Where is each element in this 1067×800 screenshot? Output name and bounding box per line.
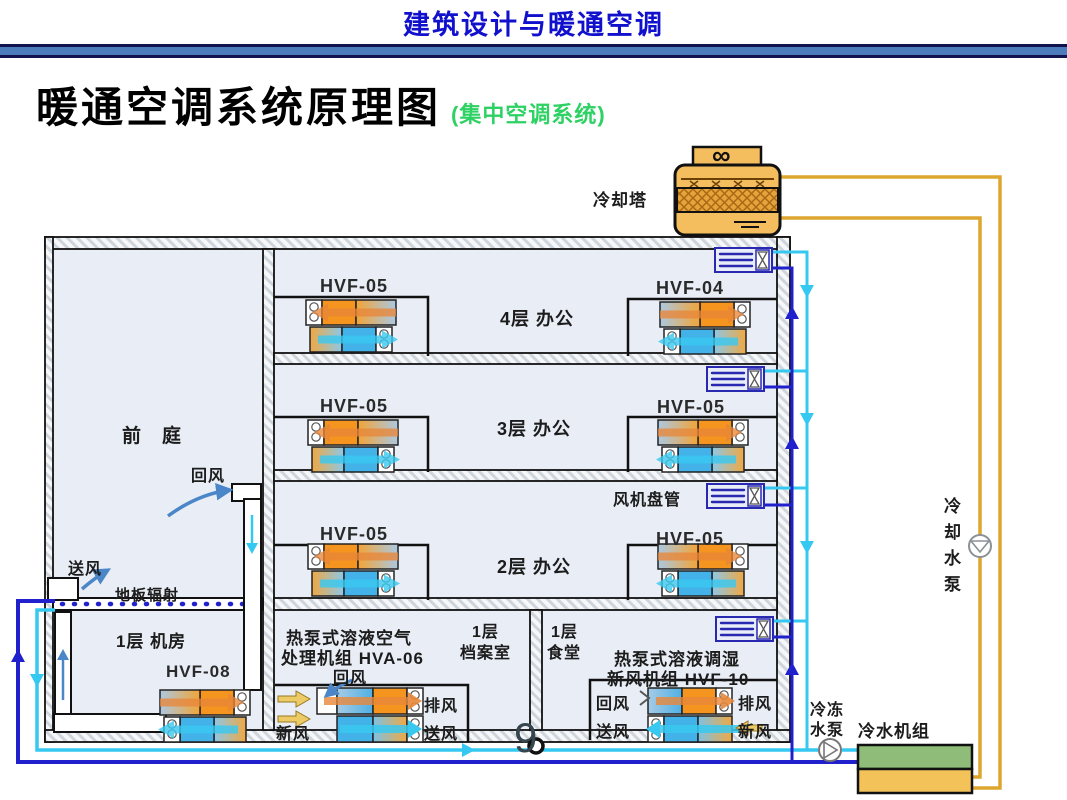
unit-label-hvf05-3f-left: HVF-05 <box>320 396 389 416</box>
room-label-canteen-line1: 1层 <box>551 624 578 641</box>
fan-coil-label: 风机盘管 <box>613 492 682 509</box>
fan-coil-4f <box>713 246 774 274</box>
hva06-fresh-air-label: 新风 <box>276 726 311 743</box>
chiller <box>856 743 974 795</box>
tower-fill-media <box>676 187 779 213</box>
chilled-water-pump <box>818 738 842 762</box>
tower-fan-icon: ∞ <box>712 140 731 170</box>
heading-subtitle: (集中空调系统) <box>451 102 606 127</box>
floor-radiant-label: 地板辐射 <box>115 587 180 604</box>
pipe-junction <box>527 737 545 755</box>
hvf10-supply-air-label: 送风 <box>596 724 631 741</box>
unit-label-hvf05-3f-right: HVF-05 <box>657 397 726 417</box>
hvf10-fresh-air-label: 新风 <box>738 724 773 741</box>
slide-heading: 暖通空调系统原理图 (集中空调系统) <box>36 74 606 135</box>
hva06-supply-air-label: 送风 <box>424 726 459 743</box>
hvf10-label-line2: 新风机组 HVF-10 <box>607 670 750 689</box>
unit-label-hvf05-2f-right: HVF-05 <box>656 529 725 549</box>
cooling-tower-label: 冷却塔 <box>593 191 647 210</box>
duct-flow-arrows <box>57 515 258 700</box>
atrium-return-air-label: 回风 <box>191 468 226 485</box>
return-air-arrow <box>166 483 234 518</box>
cooling-water-pump-label: 冷却水泵 <box>941 497 960 601</box>
heading-title: 暖通空调系统原理图 <box>36 83 442 132</box>
unit-label-hvf08: HVF-08 <box>166 662 231 681</box>
cooling-water-pump <box>968 534 992 558</box>
unit-label-hvf04-4f: HVF-04 <box>656 278 725 298</box>
hvf10-return-air-label: 回风 <box>596 696 631 713</box>
hva06-return-air-label: 回风 <box>333 670 368 687</box>
fan-coil-1f <box>714 615 775 643</box>
hva06-label-line2: 处理机组 HVA-06 <box>281 649 424 668</box>
hvf10-exhaust-air-label: 排风 <box>738 696 773 713</box>
pipe-flow-arrows <box>11 285 814 757</box>
ducts <box>47 483 262 733</box>
unit-label-hvf05-2f-left: HVF-05 <box>320 524 389 544</box>
room-label-floor4: 4层 办公 <box>500 309 575 329</box>
supply-air-arrow <box>80 568 112 591</box>
ahu-hvf10 <box>639 687 763 743</box>
header-divider-bar <box>0 44 1067 58</box>
spray-nozzles <box>689 180 765 188</box>
room-label-archive-line2: 档案室 <box>460 645 512 662</box>
chilled-water-pump-label-line1: 冷冻 <box>810 702 845 719</box>
fan-coil-3f <box>705 365 766 393</box>
atrium-supply-air-label: 送风 <box>68 561 103 578</box>
cooling-tower <box>673 145 782 237</box>
hvf10-label-line1: 热泵式溶液调湿 <box>614 650 740 669</box>
room-label-canteen-line2: 食堂 <box>547 645 582 662</box>
chilled-water-pump-label-line2: 水泵 <box>810 722 845 739</box>
ahu-hva06 <box>277 678 424 743</box>
hva06-label-line1: 热泵式溶液空气 <box>286 629 412 648</box>
chiller-label: 冷水机组 <box>858 722 930 741</box>
room-label-machine-room: 1层 机房 <box>116 632 187 651</box>
room-label-floor2: 2层 办公 <box>497 557 572 577</box>
page-number: 9 <box>514 714 538 761</box>
fan-coil-2f <box>705 482 766 510</box>
room-label-archive-line1: 1层 <box>472 624 499 641</box>
room-label-floor3: 3层 办公 <box>497 419 572 439</box>
unit-label-hvf05-4f: HVF-05 <box>320 276 389 296</box>
room-label-atrium: 前 庭 <box>122 426 183 447</box>
atrium-arrows <box>80 483 234 591</box>
hva06-exhaust-air-label: 排风 <box>424 698 459 715</box>
page-title: 建筑设计与暖通空调 <box>403 10 664 40</box>
